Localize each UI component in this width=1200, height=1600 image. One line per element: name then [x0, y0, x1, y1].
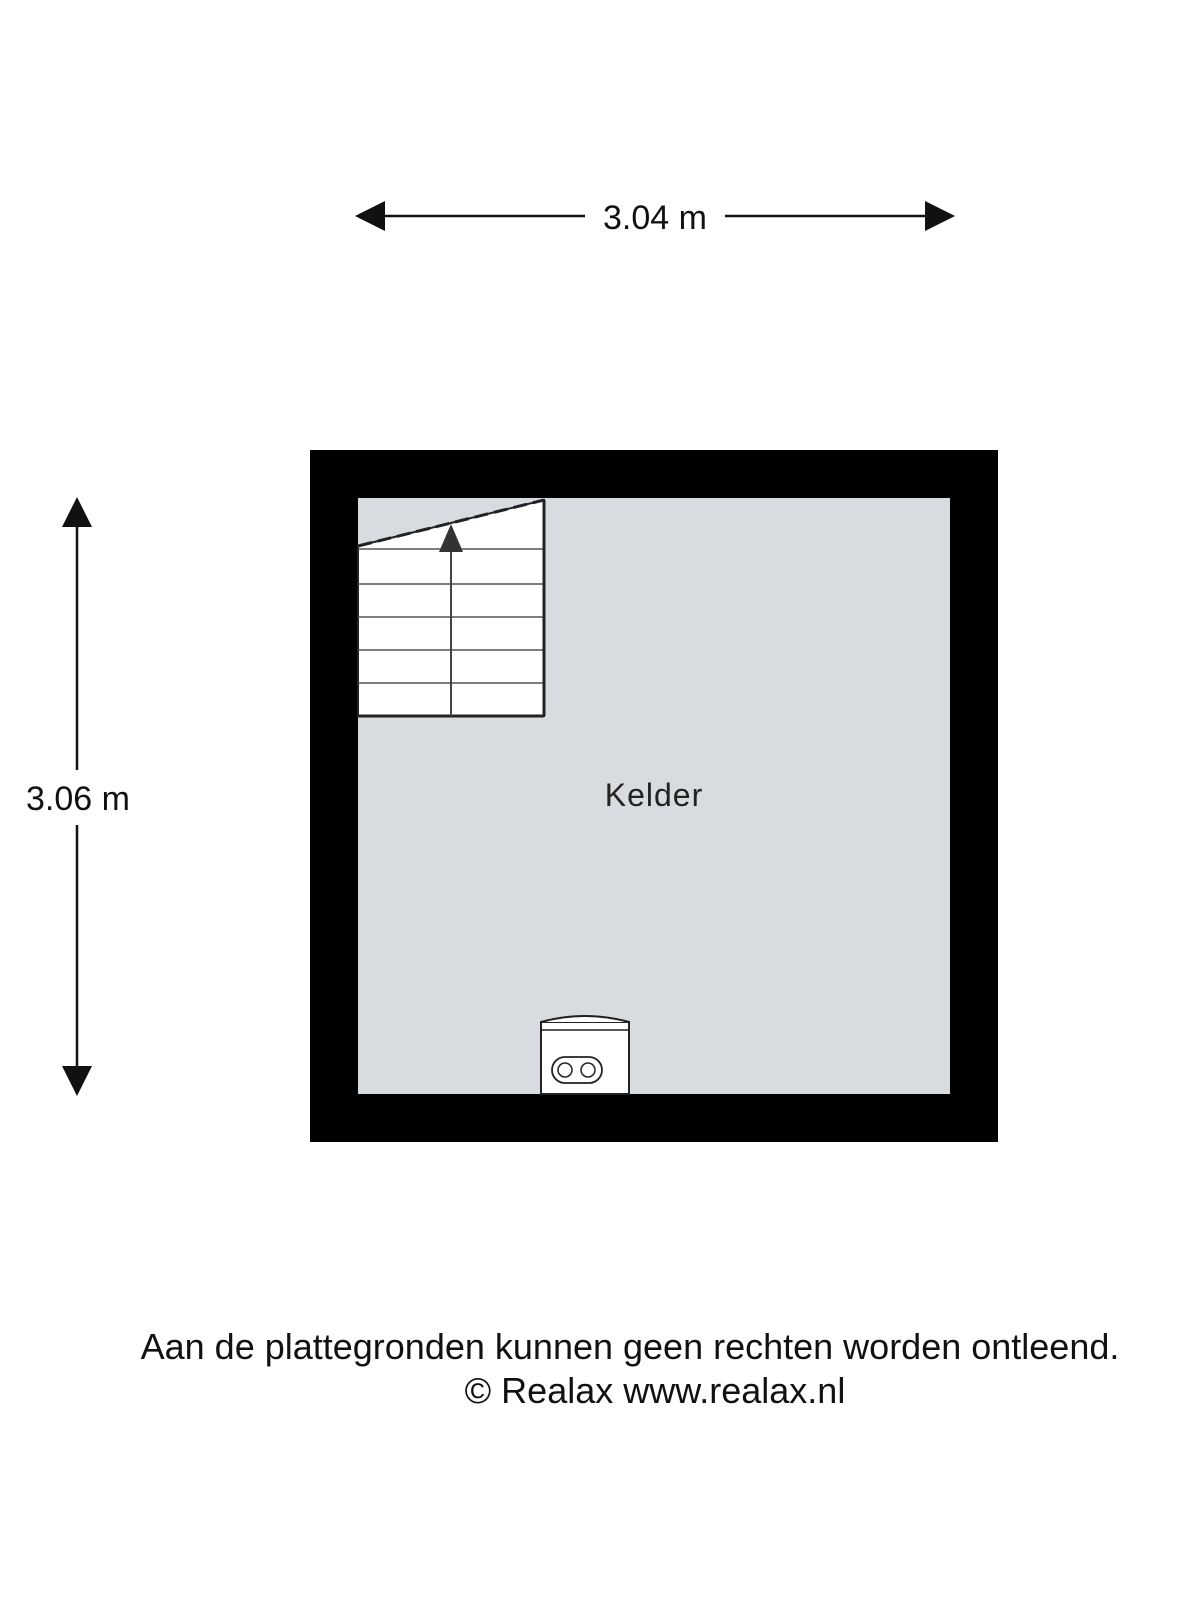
height-dimension: 3.06 m — [26, 497, 130, 1096]
height-label: 3.06 m — [26, 780, 130, 818]
stairs-icon — [357, 498, 546, 718]
disclaimer-text: Aan de plattegronden kunnen geen rechten… — [140, 1326, 1120, 1367]
arrow-up-icon — [439, 524, 463, 716]
room-label-kelder: Kelder — [605, 777, 704, 813]
width-label: 3.04 m — [603, 199, 707, 237]
width-dimension: 3.04 m — [355, 199, 955, 237]
copyright-text: © Realax www.realax.nl — [464, 1370, 846, 1411]
boiler-icon — [540, 1015, 630, 1095]
